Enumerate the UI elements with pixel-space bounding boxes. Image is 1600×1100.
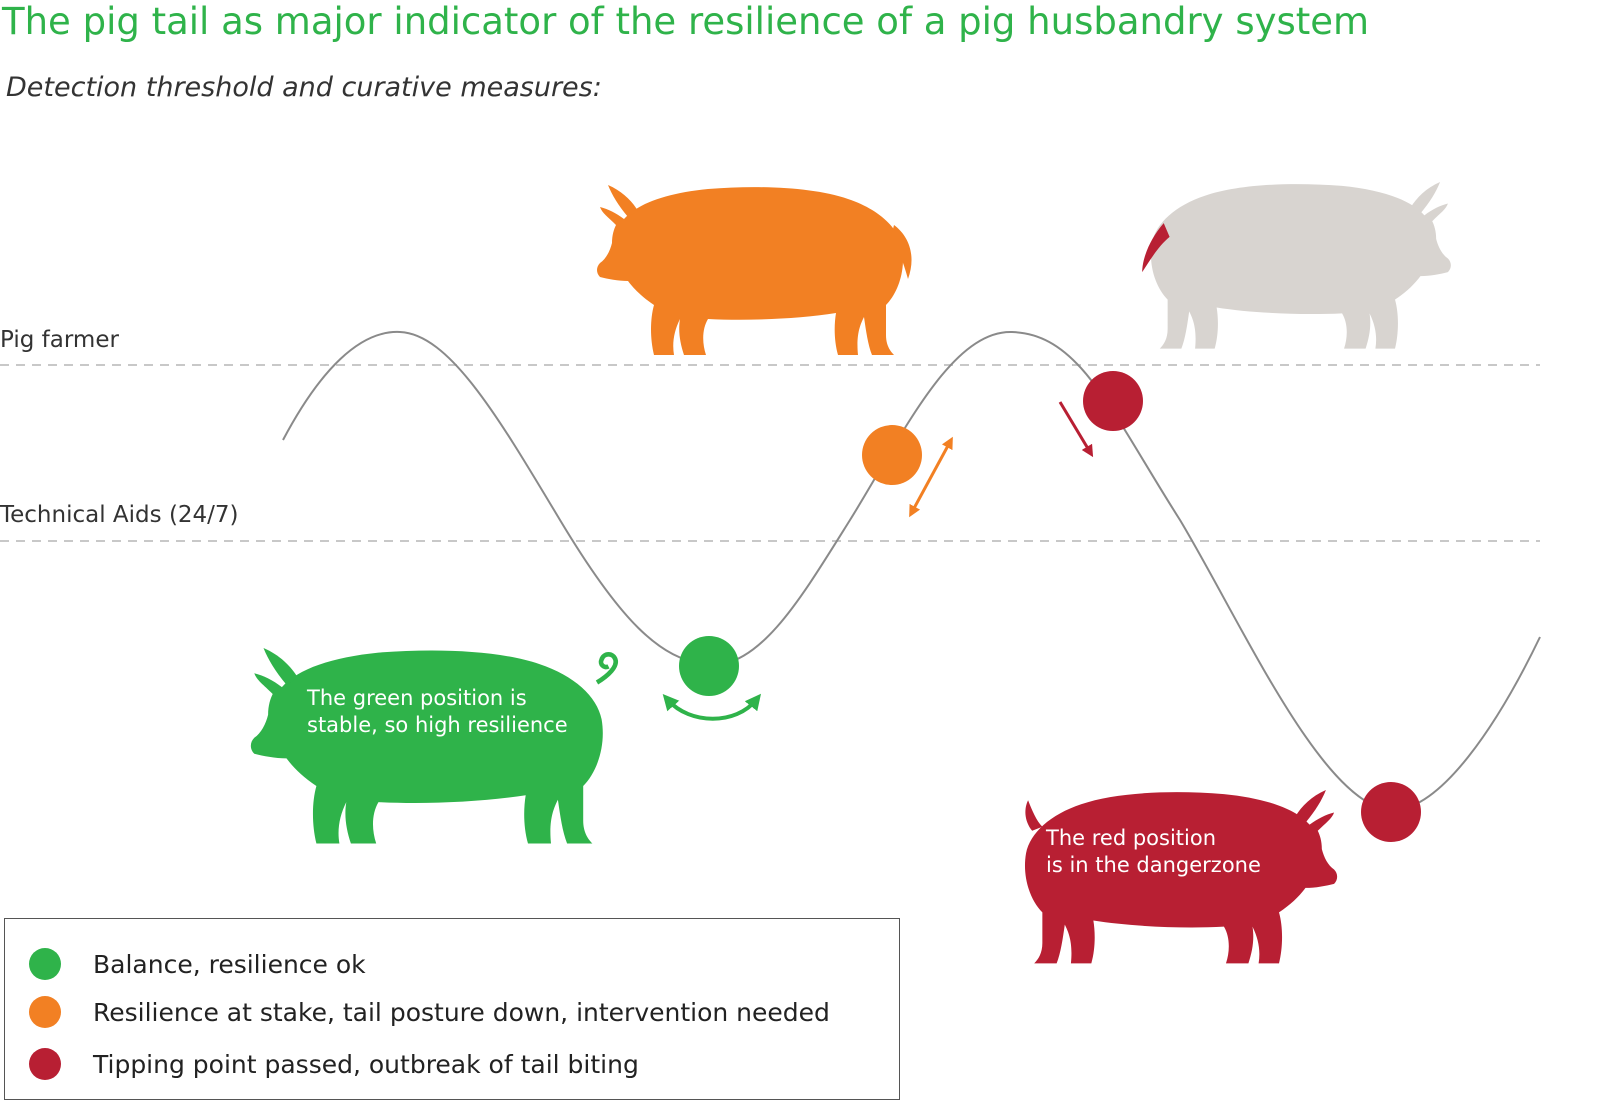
legend-item-balance: Balance, resilience ok: [29, 944, 366, 984]
legend-label: Balance, resilience ok: [93, 949, 366, 979]
green-dot-icon: [29, 948, 61, 980]
orange-ball: [862, 425, 922, 485]
green-pig-icon: [250, 648, 619, 844]
red-pig-caption: The red position is in the dangerzone: [1046, 825, 1261, 879]
red-ball-bottom: [1361, 782, 1421, 842]
green-rocking-arrow-icon: [662, 693, 762, 721]
red-down-arrow-icon: [1058, 401, 1094, 458]
red-dot-icon: [29, 1048, 61, 1080]
page-subtitle: Detection threshold and curative measure…: [6, 72, 602, 103]
legend-box: Balance, resilience ok Resilience at sta…: [4, 918, 900, 1100]
legend-label: Tipping point passed, outbreak of tail b…: [93, 1049, 639, 1079]
bitten-tail-icon: [1142, 223, 1170, 273]
orange-pig-icon: [597, 185, 912, 355]
legend-item-tipping-point: Tipping point passed, outbreak of tail b…: [29, 1044, 639, 1084]
red-ball-top: [1083, 371, 1143, 431]
legend-item-at-stake: Resilience at stake, tail posture down, …: [29, 992, 830, 1032]
orange-dot-icon: [29, 996, 61, 1028]
grey-pig-icon: [1142, 182, 1451, 349]
green-pig-caption-line-2: stable, so high resilience: [307, 713, 568, 737]
orange-double-arrow-icon: [909, 436, 953, 518]
level-label-technical-aids: Technical Aids (24/7): [0, 502, 239, 528]
page-title: The pig tail as major indicator of the r…: [2, 0, 1370, 43]
red-pig-caption-line-1: The red position: [1046, 826, 1217, 850]
legend-label: Resilience at stake, tail posture down, …: [93, 997, 830, 1027]
red-pig-caption-line-2: is in the dangerzone: [1046, 853, 1261, 877]
green-ball: [679, 636, 739, 696]
green-pig-caption: The green position is stable, so high re…: [307, 685, 568, 739]
red-pig-icon: [1025, 790, 1337, 963]
level-label-pig-farmer: Pig farmer: [0, 327, 119, 353]
green-pig-caption-line-1: The green position is: [307, 686, 527, 710]
